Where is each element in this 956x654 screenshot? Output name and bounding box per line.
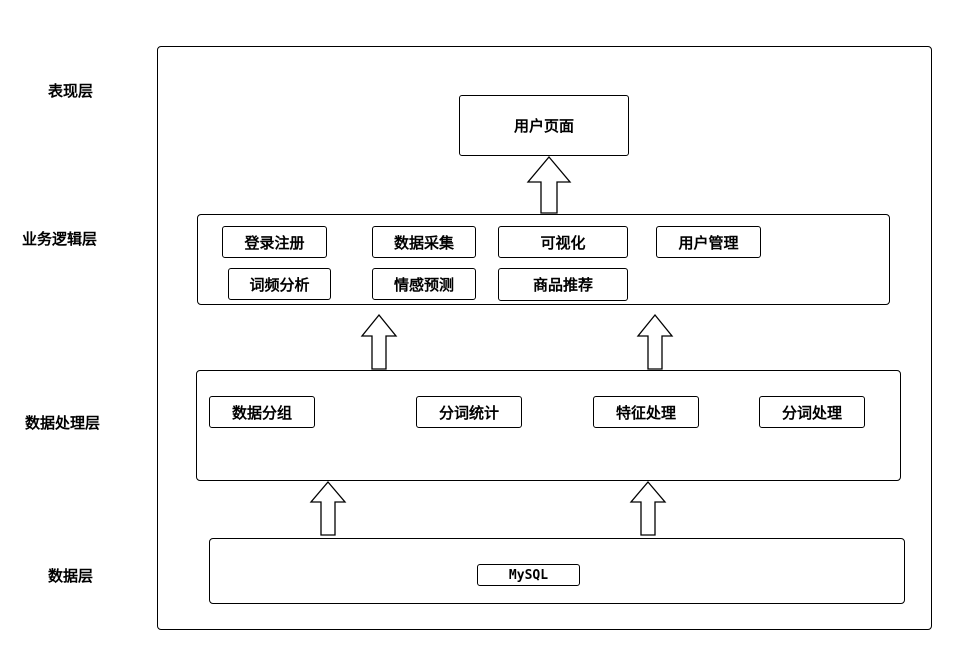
login-register-box: 登录注册	[222, 226, 327, 258]
word-count-box: 分词统计	[416, 396, 522, 428]
layer-label-business: 业务逻辑层	[22, 230, 98, 248]
arrow-up-icon	[636, 313, 674, 370]
user-page-box: 用户页面	[459, 95, 629, 156]
arrow-up-icon	[309, 480, 347, 536]
data-grouping-box: 数据分组	[209, 396, 315, 428]
layer-label-processing: 数据处理层	[25, 414, 101, 432]
word-segmentation-box: 分词处理	[759, 396, 865, 428]
layer-label-presentation: 表现层	[48, 82, 94, 100]
data-collection-box: 数据采集	[372, 226, 476, 258]
feature-processing-box: 特征处理	[593, 396, 699, 428]
visualization-box: 可视化	[498, 226, 628, 258]
arrow-up-icon	[360, 313, 398, 370]
mysql-box: MySQL	[477, 564, 580, 586]
word-frequency-box: 词频分析	[228, 268, 331, 300]
arrow-up-icon	[526, 155, 572, 214]
arrow-up-icon	[629, 480, 667, 536]
sentiment-prediction-box: 情感预测	[372, 268, 476, 300]
user-management-box: 用户管理	[656, 226, 761, 258]
layer-label-data: 数据层	[48, 567, 94, 585]
product-recommendation-box: 商品推荐	[498, 268, 628, 301]
